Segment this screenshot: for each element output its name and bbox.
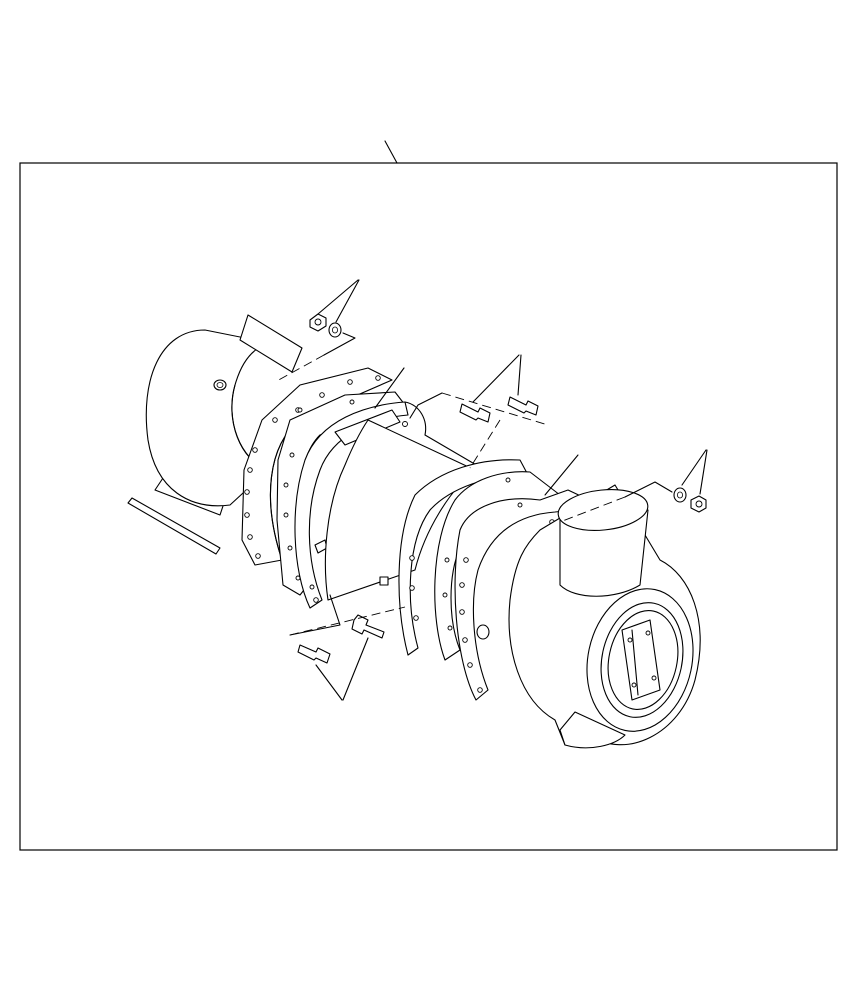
outlet-muffler-body <box>476 484 701 749</box>
outlet-vertical-pipe <box>559 509 649 597</box>
center-pipe <box>324 401 479 601</box>
top-center-bolt-pair <box>459 396 539 423</box>
top-left-nut-pair <box>309 313 342 338</box>
right-clamp-band <box>398 459 529 656</box>
nut-leader-line <box>323 332 356 356</box>
mount-tab <box>239 314 303 373</box>
assembly-leader-line <box>384 140 398 164</box>
gasket-leader-line <box>544 454 579 496</box>
sensor-boss <box>213 379 227 391</box>
outlet-side-boss <box>476 624 490 640</box>
inlet-flange-plate <box>127 497 221 555</box>
gasket-leader-line <box>374 367 405 409</box>
bottom-bolt-pair <box>297 614 385 664</box>
right-nut-pair <box>673 487 707 513</box>
diagram-frame <box>19 162 838 851</box>
